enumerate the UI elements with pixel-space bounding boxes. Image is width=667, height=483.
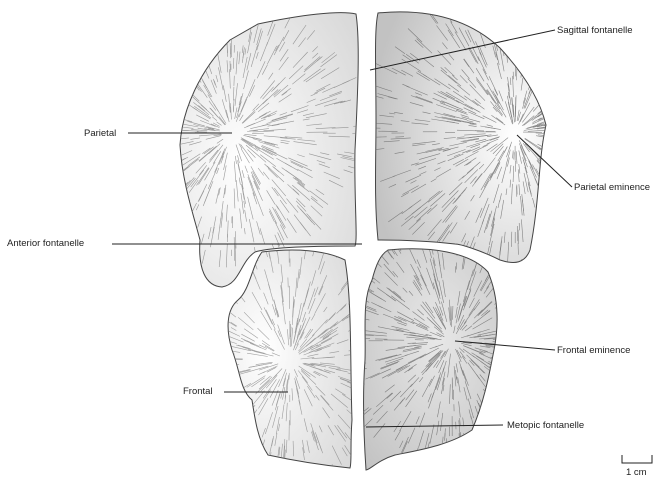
label-anterior-fontanelle: Anterior fontanelle	[7, 238, 84, 249]
label-frontal: Frontal	[183, 386, 213, 397]
label-metopic-fontanelle: Metopic fontanelle	[507, 420, 584, 431]
scale-bar-label: 1 cm	[626, 467, 647, 478]
label-frontal-eminence: Frontal eminence	[557, 345, 630, 356]
scale-bar	[622, 455, 652, 463]
label-parietal: Parietal	[84, 128, 116, 139]
right-parietal-bone	[366, 0, 667, 291]
label-parietal-eminence: Parietal eminence	[574, 182, 650, 193]
label-sagittal-fontanelle: Sagittal fontanelle	[557, 25, 633, 36]
